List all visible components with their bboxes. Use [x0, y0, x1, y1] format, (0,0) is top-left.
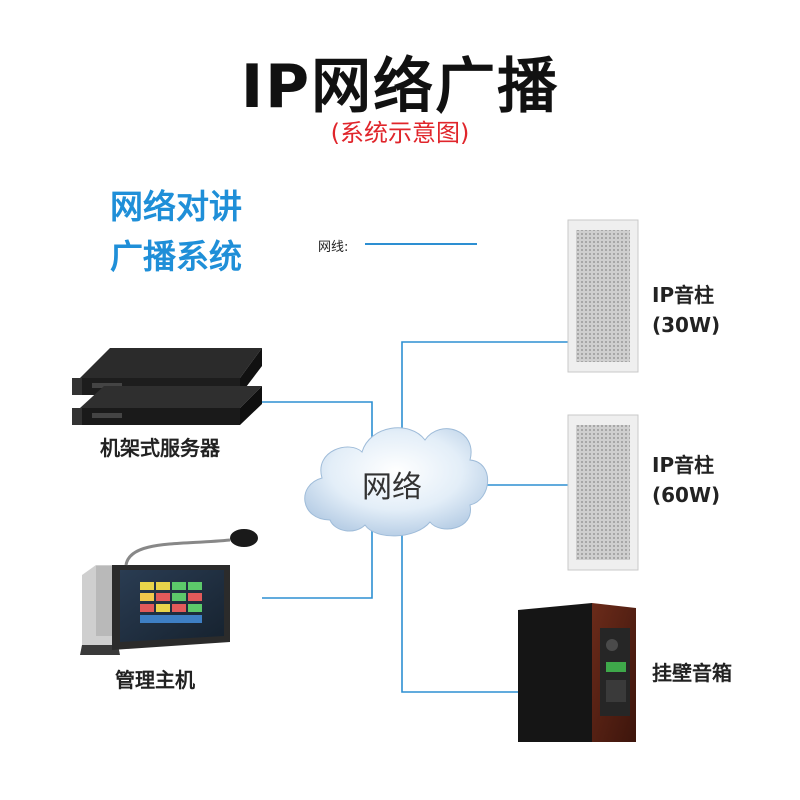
wall-speaker-label: 挂壁音箱 — [652, 661, 732, 685]
legend-wire-sample — [365, 243, 477, 245]
column-30w-power: (30W) — [652, 313, 721, 337]
host-label: 管理主机 — [115, 668, 195, 692]
page-subtitle: (系统示意图) — [330, 119, 470, 147]
wire-wall-speaker — [401, 530, 518, 693]
network-wires — [262, 341, 570, 693]
column-60w-label: IP音柱 (60W) — [652, 450, 720, 510]
column-30w-name: IP音柱 — [652, 283, 715, 307]
wire-column-30w — [401, 341, 570, 440]
ip-column-speaker-60w-image — [567, 414, 639, 571]
management-host-image — [80, 529, 258, 655]
server-label: 机架式服务器 — [100, 436, 220, 460]
legend-label: 网线: — [318, 240, 349, 255]
wire-server — [262, 401, 373, 440]
column-60w-power: (60W) — [652, 483, 721, 507]
system-name-line2: 广播系统 — [110, 237, 242, 276]
column-30w-label: IP音柱 (30W) — [652, 280, 720, 340]
page-title: IP网络广播 — [240, 52, 560, 122]
column-60w-name: IP音柱 — [652, 453, 715, 477]
rack-server-image — [72, 348, 262, 425]
ip-column-speaker-30w-image — [567, 219, 639, 373]
system-name-line1: 网络对讲 — [110, 187, 242, 226]
wall-speaker-image — [518, 603, 636, 742]
cloud-label: 网络 — [362, 470, 422, 505]
system-name: 网络对讲 广播系统 — [110, 182, 310, 282]
wire-host — [262, 530, 373, 599]
network-cloud — [304, 427, 489, 537]
